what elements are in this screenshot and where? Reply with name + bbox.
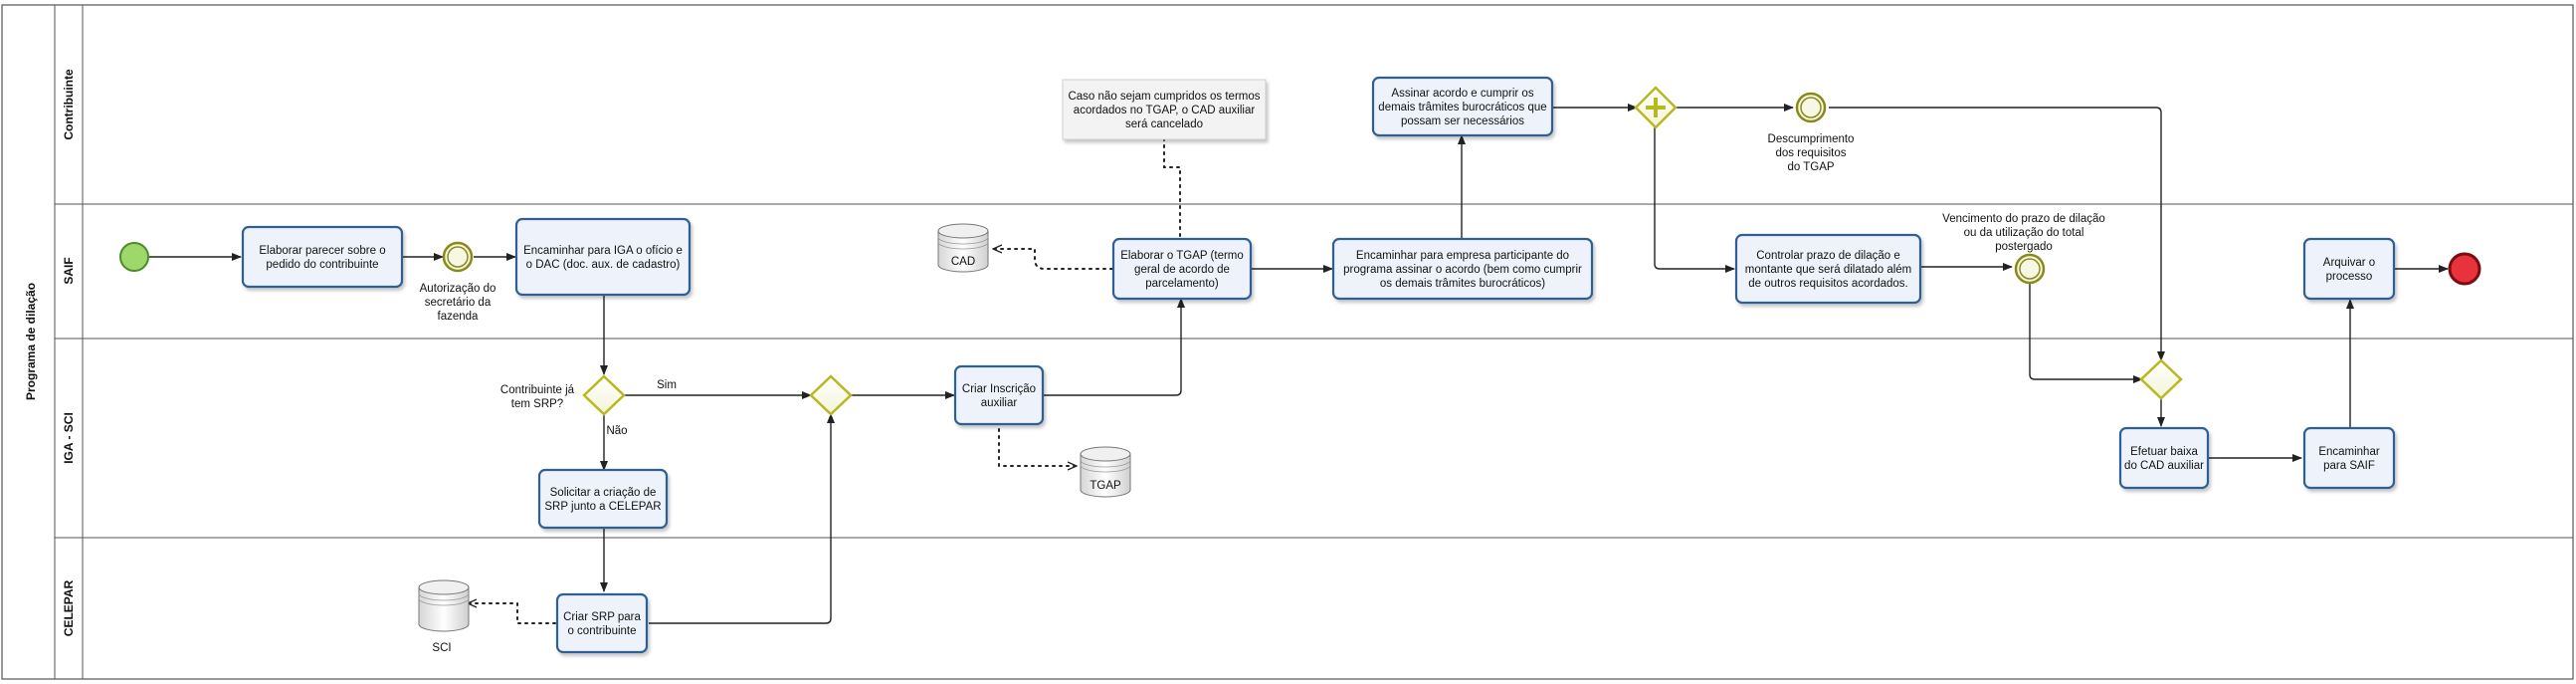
data-store-label-sci: SCI [432,642,451,654]
merge-gateway [809,374,853,416]
events [119,92,2481,286]
gateways [582,86,2183,416]
flow-label-sim: Sim [657,379,677,391]
plus-icon [1646,98,1666,117]
start-event [119,242,149,272]
intermediate-event-autorizacao [442,241,474,273]
data-store-sci [418,579,470,632]
intermediate-event-vencimento [2014,253,2046,285]
exclusive-gateway-srp [582,374,626,416]
lane-label-iga-sci: IGA - SCI [62,412,76,464]
data-store-label-cad: CAD [951,256,975,268]
data-store-label-tgap: TGAP [1090,480,1121,492]
lane-label-celepar: CELEPAR [62,579,76,636]
end-event [2448,252,2481,286]
data-store-tgap [1080,446,1131,498]
join-gateway [2139,358,2183,400]
lane-label-contribuinte: Contribuinte [62,69,76,140]
lane-label-saif: SAIF [62,257,76,284]
intermediate-event-descumprimento [1795,92,1827,123]
sequence-flows [148,104,2449,624]
data-store-cad [937,223,989,273]
pool-title: Programa de dilação [24,283,38,400]
flow-label-nao: Não [606,425,627,437]
associations [467,138,1181,624]
pool: Programa de dilação Contribuinte SAIF IG… [1,4,2574,680]
text-annotation [1062,79,1267,140]
